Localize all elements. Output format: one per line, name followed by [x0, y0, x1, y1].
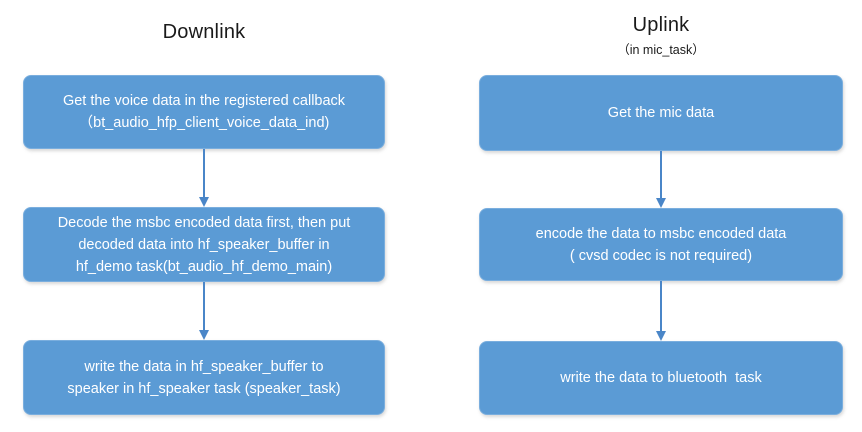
downlink-step-2-box: Decode the msbc encoded data first, then… [23, 207, 385, 282]
downlink-step-1-line-1: Get the voice data in the registered cal… [62, 93, 346, 109]
uplink-step-3-box: write the data to bluetooth task [479, 341, 843, 415]
arrow-line [660, 281, 662, 331]
downlink-arrow-1 [198, 149, 210, 207]
uplink-step-2-line-2: ( cvsd codec is not required) [569, 247, 753, 264]
downlink-title: Downlink [162, 21, 246, 43]
downlink-step-3-box: write the data in hf_speaker_buffer to s… [23, 340, 385, 415]
arrow-head-icon [199, 330, 209, 340]
downlink-step-3-line-1: write the data in hf_speaker_buffer to [84, 358, 324, 375]
uplink-arrow-1 [655, 151, 667, 208]
uplink-title: Uplink [632, 14, 690, 36]
arrow-line [203, 149, 205, 197]
downlink-step-2-line-2: decoded data into hf_speaker_buffer in [78, 236, 330, 253]
uplink-step-2-line-1: encode the data to msbc encoded data [535, 225, 787, 242]
downlink-step-3-line-2: speaker in hf_speaker task (speaker_task… [67, 380, 341, 397]
uplink-step-1-box: Get the mic data [479, 75, 843, 151]
uplink-step-2-box: encode the data to msbc encoded data ( c… [479, 208, 843, 281]
arrow-head-icon [656, 198, 666, 208]
arrow-line [203, 282, 205, 330]
arrow-head-icon [656, 331, 666, 341]
uplink-step-1-line-1: Get the mic data [607, 105, 715, 121]
uplink-subtitle: （in mic_task） [617, 43, 705, 57]
downlink-arrow-2 [198, 282, 210, 340]
uplink-arrow-2 [655, 281, 667, 341]
downlink-step-2-line-3: hf_demo task(bt_audio_hf_demo_main) [75, 258, 333, 275]
downlink-step-1-box: Get the voice data in the registered cal… [23, 75, 385, 149]
uplink-step-3-line-1: write the data to bluetooth task [560, 370, 762, 386]
downlink-step-2-line-1: Decode the msbc encoded data first, then… [57, 214, 351, 231]
arrow-line [660, 151, 662, 198]
arrow-head-icon [199, 197, 209, 207]
downlink-step-1-line-2: （bt_audio_hfp_client_voice_data_ind) [78, 115, 330, 131]
